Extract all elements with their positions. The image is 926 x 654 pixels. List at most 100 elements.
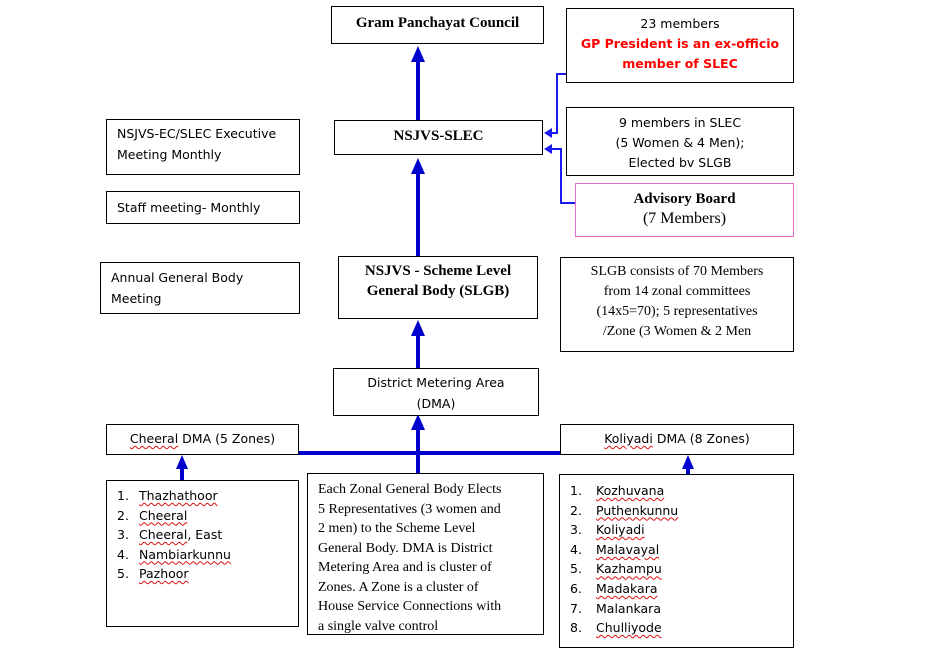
koliyadi-zones-list: 1. Kozhuvana 2. Puthenkunnu 3. Koliyadi 4. Mala… xyxy=(570,481,793,638)
gram-panchayat-title: Gram Panchayat Council xyxy=(355,15,520,31)
arrow-dma-to-slgb xyxy=(411,320,425,369)
zone-list-item: 5. Kazhampu xyxy=(570,559,793,579)
slgb-title-line2: General Body (SLGB) xyxy=(366,283,510,299)
slec-members-line1: 9 members in SLEC xyxy=(618,115,742,130)
staff-meeting-box: Staff meeting- Monthly xyxy=(106,191,300,224)
zone-number: 8. xyxy=(570,620,582,636)
slgb-box: NSJVS - Scheme Level General Body (SLGB) xyxy=(338,256,538,319)
arrow-cheeral-zones-to-dma xyxy=(176,455,188,480)
executive-meeting-line2: Meeting Monthly xyxy=(117,147,222,162)
zonal-note-line: 2 men) to the Scheme Level xyxy=(318,521,476,536)
slgb-note-line1: SLGB consists of 70 Members xyxy=(590,264,764,279)
zone-list-item: 2. Puthenkunnu xyxy=(570,501,793,521)
koliyadi-dma-name: Koliyadi xyxy=(604,431,653,446)
slec-members-box: 9 members in SLEC (5 Women & 4 Men); Ele… xyxy=(566,107,794,176)
zone-list-item: 5. Pazhoor xyxy=(117,564,298,584)
zone-number: 2. xyxy=(570,502,582,518)
cheeral-dma-suffix: DMA (5 Zones) xyxy=(178,431,276,446)
slgb-title-line1: NSJVS - Scheme Level xyxy=(364,263,512,279)
gp-president-note: GP President is an ex-officio xyxy=(580,36,780,51)
annual-general-body-box: Annual General Body Meeting xyxy=(100,262,300,314)
zone-name: Cheeral xyxy=(139,527,188,542)
zone-list-item: 3. Koliyadi xyxy=(570,520,793,540)
arrow-slgb-to-slec xyxy=(411,158,425,257)
staff-meeting-label: Staff meeting- Monthly xyxy=(117,200,261,215)
slgb-note-line4: /Zone (3 Women & 2 Men xyxy=(602,324,752,339)
slec-box: NSJVS-SLEC xyxy=(334,120,543,155)
arrow-gp-note-to-slec xyxy=(544,73,568,138)
slec-title: NSJVS-SLEC xyxy=(393,128,484,144)
zone-list-item: 4. Malavayal xyxy=(570,540,793,560)
zone-number: 5. xyxy=(117,566,129,581)
cheeral-dma-name: Cheeral xyxy=(129,431,179,446)
executive-meeting-box: NSJVS-EC/SLEC Executive Meeting Monthly xyxy=(106,119,300,175)
zone-number: 1. xyxy=(570,483,582,498)
zone-number: 2. xyxy=(117,507,129,523)
zonal-note-line: Each Zonal General Body Elects xyxy=(318,482,502,497)
slec-members-line2: (5 Women & 4 Men); xyxy=(615,135,745,150)
zone-name: Kazhampu xyxy=(596,561,662,577)
advisory-board-count: (7 Members) xyxy=(642,210,727,227)
zone-name: Malavayal xyxy=(596,541,660,557)
annual-general-body-line1: Annual General Body xyxy=(111,270,244,285)
dma-box: District Metering Area (DMA) xyxy=(333,368,539,416)
gram-panchayat-council-box: Gram Panchayat Council xyxy=(331,6,544,44)
zone-number: 7. xyxy=(570,600,582,616)
zone-list-item: 1. Kozhuvana xyxy=(570,481,793,501)
advisory-board-box: Advisory Board (7 Members) xyxy=(575,183,794,237)
zone-name-extra: Malankara xyxy=(596,600,661,616)
zone-name: Thazhathoor xyxy=(139,488,218,503)
zone-list-item: 2. Cheeral xyxy=(117,506,298,526)
gp-president-note-cont: member of SLEC xyxy=(622,56,738,71)
zone-name: Pazhoor xyxy=(139,566,189,581)
zone-name-extra: , East xyxy=(187,527,223,542)
zone-name: Puthenkunnu xyxy=(596,502,679,518)
arrow-koliyadi-zones-to-dma xyxy=(682,455,694,474)
dma-title-line2: (DMA) xyxy=(416,396,456,411)
zone-name: Kozhuvana xyxy=(596,483,665,498)
zone-list-item: 4. Nambiarkunnu xyxy=(117,545,298,565)
cheeral-dma-box: Cheeral DMA (5 Zones) xyxy=(106,424,299,455)
zone-number: 1. xyxy=(117,488,129,503)
gp-members-count: 23 members xyxy=(640,16,720,31)
zonal-note-line: House Service Connections with xyxy=(318,599,502,614)
slgb-note-box: SLGB consists of 70 Members from 14 zona… xyxy=(560,257,794,352)
zone-number: 6. xyxy=(570,580,582,596)
zone-list-item: 6. Madakara xyxy=(570,579,793,599)
zone-number: 3. xyxy=(117,527,129,542)
zonal-note-box: Each Zonal General Body Elects 5 Represen… xyxy=(307,473,544,635)
dma-title-line1: District Metering Area xyxy=(367,375,505,390)
zone-list-item: 8. Chulliyode xyxy=(570,618,793,638)
advisory-board-title: Advisory Board xyxy=(633,191,736,207)
zone-name: Cheeral xyxy=(139,507,188,523)
slec-members-line3: Elected bv SLGB xyxy=(628,155,732,170)
annual-general-body-line2: Meeting xyxy=(111,291,162,306)
koliyadi-dma-box: Koliyadi DMA (8 Zones) xyxy=(560,424,794,455)
gp-note-box: 23 members GP President is an ex-officio… xyxy=(566,8,794,83)
zonal-note-line: a single valve control xyxy=(318,618,439,634)
zone-list-item: 7. Malankara xyxy=(570,599,793,619)
zone-number: 3. xyxy=(570,522,582,538)
zonal-note-text: Each Zonal General Body Elects 5 Represen… xyxy=(318,480,543,636)
zone-name: Nambiarkunnu xyxy=(139,546,231,562)
zone-name: Koliyadi xyxy=(596,522,645,538)
zone-number: 4. xyxy=(570,541,582,557)
zone-number: 5. xyxy=(570,561,582,577)
zone-list-item: 1. Thazhathoor xyxy=(117,486,298,506)
zone-list-item: 3. Cheeral, East xyxy=(117,525,298,545)
zone-name: Madakara xyxy=(596,580,658,596)
slgb-note-line2: from 14 zonal committees xyxy=(603,284,751,299)
arrow-advisory-to-slec xyxy=(544,144,575,204)
zone-number: 4. xyxy=(117,546,129,562)
arrow-zonal-to-dma xyxy=(411,414,425,473)
arrow-slec-to-gp xyxy=(411,46,425,120)
koliyadi-dma-suffix: DMA (8 Zones) xyxy=(652,431,750,446)
zonal-note-line: 5 Representatives (3 women and xyxy=(318,501,501,517)
zonal-note-line: Metering Area and is cluster of xyxy=(318,560,492,575)
executive-meeting-line1: NSJVS-EC/SLEC Executive xyxy=(117,126,277,141)
zonal-note-line: Zones. A Zone is a cluster of xyxy=(318,579,479,595)
zone-name: Chulliyode xyxy=(596,620,662,636)
